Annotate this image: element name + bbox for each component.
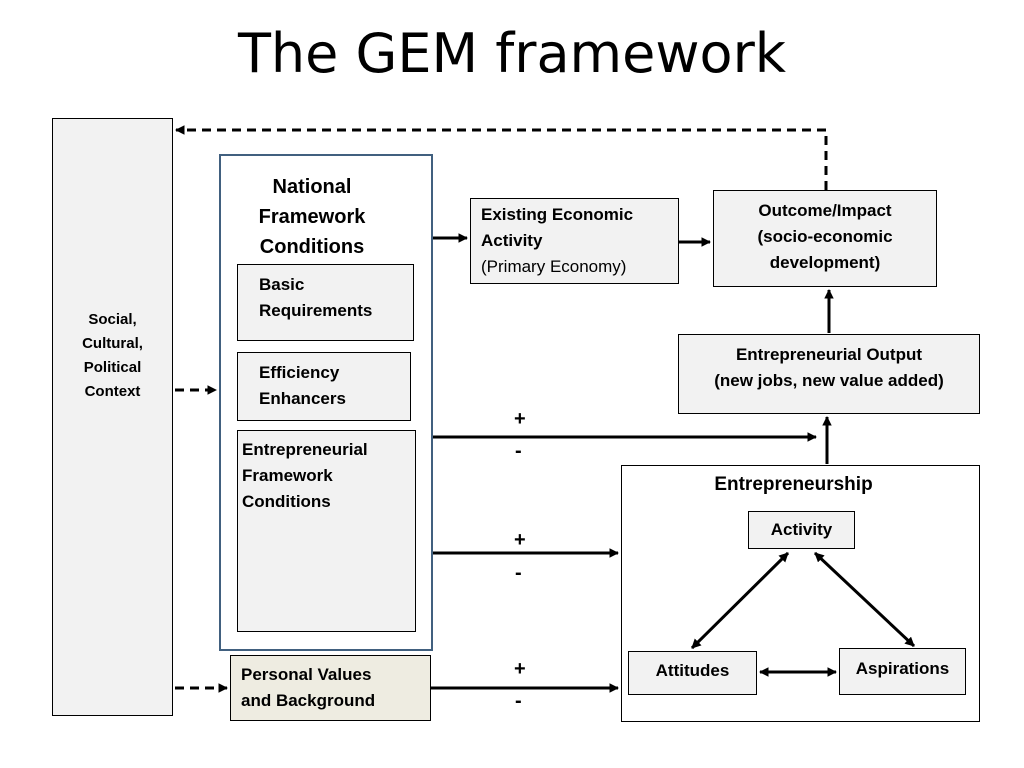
efficiency-enhancers-line: Efficiency xyxy=(259,363,340,382)
social-context-box xyxy=(52,118,173,716)
social-context-line: Social, xyxy=(88,311,137,328)
output-line: Entrepreneurial Output xyxy=(735,345,923,364)
outcome-impact-label: Outcome/Impact (socio-economic developme… xyxy=(713,198,937,276)
attitudes-box xyxy=(628,651,757,695)
minus-sign: - xyxy=(515,690,522,712)
attitudes-label: Attitudes xyxy=(655,661,730,680)
social-context-label: Social, Cultural, Political Context xyxy=(60,308,165,404)
personal-values-line: and Background xyxy=(241,691,376,710)
existing-economic-activity-box xyxy=(470,198,679,284)
activity-box xyxy=(748,511,855,549)
arrow-activity-attitudes xyxy=(690,551,790,650)
national-framework-title-line: Conditions xyxy=(259,236,365,258)
basic-requirements-line: Requirements xyxy=(259,301,373,320)
personal-values-box xyxy=(230,655,431,721)
page-title: The GEM framework xyxy=(237,22,787,85)
outcome-line: Outcome/Impact xyxy=(758,201,892,220)
plus-sign: + xyxy=(514,529,526,551)
plus-sign: + xyxy=(514,408,526,430)
personal-values-line: Personal Values xyxy=(241,665,372,684)
minus-sign: - xyxy=(515,562,522,584)
personal-values-label: Personal Values and Background xyxy=(241,662,375,714)
social-context-line: Cultural, xyxy=(82,335,143,352)
entrepreneurial-output-box xyxy=(678,334,980,414)
national-framework-title-line: National xyxy=(272,176,352,198)
plus-sign: + xyxy=(514,658,526,680)
outcome-line: development) xyxy=(769,253,881,272)
efc-line: Framework xyxy=(242,466,333,485)
entrepreneurial-framework-conditions-box xyxy=(237,430,416,632)
outcome-impact-box xyxy=(713,190,937,287)
efficiency-enhancers-line: Enhancers xyxy=(259,389,346,408)
existing-activity-line: Existing Economic xyxy=(481,205,634,224)
efc-line: Entrepreneurial xyxy=(242,440,368,459)
efc-line: Conditions xyxy=(242,492,331,511)
social-context-line: Political xyxy=(83,359,142,376)
social-context-line: Context xyxy=(84,383,141,400)
activity-label: Activity xyxy=(770,520,833,539)
existing-activity-line: (Primary Economy) xyxy=(481,257,627,276)
output-line: (new jobs, new value added) xyxy=(714,371,944,390)
feedback-dashed-arrow xyxy=(175,125,828,190)
existing-activity-line: Activity xyxy=(481,231,543,250)
outcome-line: (socio-economic xyxy=(757,227,893,246)
national-framework-title: National Framework Conditions xyxy=(232,172,392,262)
aspirations-box xyxy=(839,648,966,695)
basic-requirements-line: Basic xyxy=(259,275,305,294)
basic-requirements-box xyxy=(237,264,414,341)
entrepreneurship-title: Entrepreneurship xyxy=(714,474,873,495)
efficiency-enhancers-label: Efficiency Enhancers xyxy=(259,360,346,412)
aspirations-label: Aspirations xyxy=(855,659,950,678)
basic-requirements-label: Basic Requirements xyxy=(259,272,372,324)
efficiency-enhancers-box xyxy=(237,352,411,421)
existing-economic-activity-label: Existing Economic Activity (Primary Econ… xyxy=(481,202,633,280)
minus-sign: - xyxy=(515,440,522,462)
national-framework-title-line: Framework xyxy=(258,206,366,228)
entrepreneurial-output-label: Entrepreneurial Output (new jobs, new va… xyxy=(678,342,980,394)
entrepreneurial-framework-conditions-label: Entrepreneurial Framework Conditions xyxy=(242,437,368,515)
arrow-activity-aspirations xyxy=(813,551,916,648)
